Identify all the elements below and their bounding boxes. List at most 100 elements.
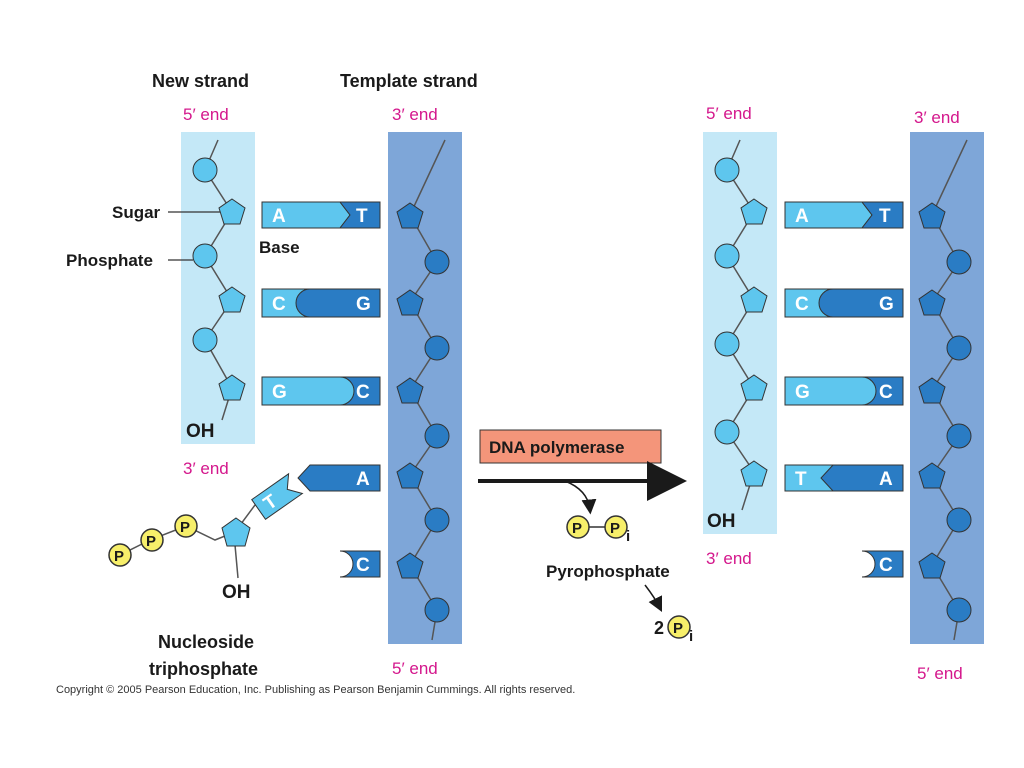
base-letter: C [879, 555, 893, 576]
phosphate-circle [946, 423, 972, 449]
template-phosphates [946, 249, 972, 623]
phosphate-circle [714, 243, 740, 269]
svg-text:P: P [146, 533, 156, 550]
base-template [339, 376, 381, 406]
base-template [338, 201, 381, 229]
template-sugars [396, 202, 424, 579]
sugar-pentagon [396, 202, 424, 229]
new-strand-background [181, 132, 255, 444]
sugar-pentagon [218, 198, 246, 225]
end-label: 3′ end [706, 549, 752, 568]
new-strand-oh-label: OH [707, 511, 736, 532]
new-strand-oh-label: OH [186, 421, 215, 442]
phosphate-circle [424, 423, 450, 449]
end-label: 3′ end [914, 108, 960, 127]
nucleoside-triphosphate-label: Nucleoside [158, 632, 254, 652]
sugar-pentagon [218, 286, 246, 313]
ntp-oh-bond [234, 544, 239, 579]
svg-text:i: i [626, 528, 630, 545]
sugar-pentagon [218, 374, 246, 401]
new-strand-label: New strand [152, 71, 249, 91]
phosphate-p-icon: P [140, 528, 164, 552]
phosphate-circle [424, 507, 450, 533]
svg-text:P: P [114, 548, 124, 565]
svg-text:P: P [572, 520, 582, 537]
sugar-pentagon [396, 462, 424, 489]
base-letter: G [356, 294, 371, 315]
base-template [818, 288, 904, 318]
phosphate-circle [714, 331, 740, 357]
ntp-base-shape [251, 472, 304, 520]
base-letter: T [795, 469, 807, 490]
ntp-base: T [251, 472, 304, 520]
new-strand-phosphates [192, 157, 218, 353]
end-label: 5′ end [183, 105, 229, 124]
end-label: 5′ end [917, 664, 963, 683]
svg-text:P: P [180, 519, 190, 536]
base-pair-2: C G [784, 288, 904, 318]
end-label: 5′ end [706, 104, 752, 123]
pyrophosphate-label: Pyrophosphate [546, 562, 670, 581]
pyrophosphate-release-arrow [564, 480, 597, 515]
phosphate-p-icon: P [108, 543, 132, 567]
svg-text:P: P [610, 520, 620, 537]
sugar-pentagon [396, 552, 424, 579]
phosphate-circle [714, 419, 740, 445]
ntp-sugar [221, 517, 251, 547]
base-pair-4: T A [784, 464, 904, 492]
base-letter: A [879, 469, 893, 490]
phosphate-p-icon [667, 615, 691, 639]
copyright-text: Copyright © 2005 Pearson Education, Inc.… [56, 684, 575, 696]
base-template [820, 464, 904, 492]
nucleoside-triphosphate: T P P P OH [108, 472, 304, 603]
base-letter: C [356, 555, 370, 576]
phosphate-circle [946, 249, 972, 275]
base-letter: G [795, 382, 810, 403]
phosphate-label: Phosphate [66, 251, 153, 270]
sugar-pentagon [918, 202, 946, 229]
base-pair-1: A T [261, 201, 381, 229]
inorganic-phosphate-icon: 2 P i [654, 615, 693, 645]
phosphate-circle [946, 507, 972, 533]
base-letter: T [879, 206, 891, 227]
phosphate-circle [424, 335, 450, 361]
new-strand-sugars [218, 198, 246, 401]
nucleoside-triphosphate-label: triphosphate [149, 659, 258, 679]
base-template [339, 550, 381, 578]
hydrolysis-arrow [644, 584, 663, 613]
svg-text:i: i [689, 628, 693, 645]
sugar-pentagon [918, 552, 946, 579]
new-strand-sugars [740, 198, 768, 487]
sugar-pentagon [396, 377, 424, 404]
new-strand-background [703, 132, 777, 534]
phosphate-circle [946, 597, 972, 623]
end-label: 5′ end [392, 659, 438, 678]
base-letter: C [795, 294, 809, 315]
unpaired-base-c: C [861, 550, 904, 578]
base-letter: C [879, 382, 893, 403]
phosphate-circle [946, 335, 972, 361]
pyrophosphate-icon: P P i [566, 515, 630, 545]
svg-text:P: P [673, 620, 683, 637]
base-letter: A [795, 206, 809, 227]
base-pair-2: C G [261, 288, 381, 318]
base-label: Base [259, 238, 300, 257]
phosphate-circle [192, 243, 218, 269]
phosphate-p-icon [566, 515, 590, 539]
dna-polymerase-box [479, 429, 662, 464]
svg-text:2: 2 [654, 618, 664, 638]
sugar-pentagon [918, 377, 946, 404]
sugar-pentagon [740, 374, 768, 401]
base-template [295, 288, 381, 318]
base-pair-3: G C [261, 376, 381, 406]
phosphate-circle [192, 327, 218, 353]
phosphate-p-icon: P [174, 514, 198, 538]
template-strand-label: Template strand [340, 71, 478, 91]
base-template [861, 376, 904, 406]
sugar-pentagon [740, 460, 768, 487]
sugar-pentagon [740, 286, 768, 313]
base-letter: C [356, 382, 370, 403]
base-letter: A [356, 469, 370, 490]
base-pair-1: A T [784, 201, 904, 229]
